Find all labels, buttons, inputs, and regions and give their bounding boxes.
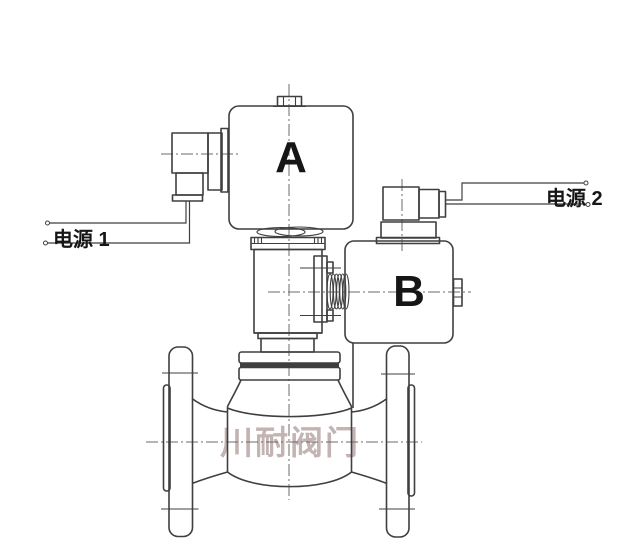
connector-a-socket bbox=[207, 132, 223, 191]
spring-washer-1 bbox=[256, 226, 306, 238]
connector-a-gland-base bbox=[171, 194, 204, 202]
bonnet-gasket bbox=[240, 363, 339, 368]
coil-b-label: B bbox=[393, 267, 425, 316]
bonnet bbox=[238, 332, 341, 381]
power-supply-1-label: 电源 1 bbox=[53, 228, 110, 251]
bonnet-bottom-flange bbox=[238, 366, 341, 381]
neck-bottom-right bbox=[351, 471, 388, 485]
neck-top-left bbox=[191, 397, 228, 413]
coil-a-label: A bbox=[275, 133, 307, 182]
power2-terminal-top bbox=[583, 180, 589, 186]
coil-b-top-boss bbox=[380, 221, 437, 239]
connector-b bbox=[382, 186, 447, 221]
body-bottom-arc bbox=[227, 471, 353, 488]
right-flange-bolt-marks bbox=[379, 373, 415, 510]
coil-a-side-plate bbox=[220, 127, 229, 193]
thread-turn bbox=[342, 273, 350, 310]
power2-wire-top bbox=[445, 182, 584, 201]
tube-cylinder bbox=[253, 248, 323, 334]
right-flange bbox=[379, 345, 416, 538]
connector-a-cable-gland bbox=[175, 172, 204, 196]
power1-terminal-top bbox=[45, 220, 50, 226]
tube-side-plate bbox=[313, 255, 328, 323]
body-flare-right bbox=[337, 379, 353, 407]
coil-b: B bbox=[344, 221, 463, 408]
connector-a bbox=[171, 127, 229, 202]
right-flange-disc bbox=[385, 345, 410, 538]
connector-b-plug bbox=[382, 186, 420, 221]
right-flange-face bbox=[407, 384, 416, 497]
coil-b-side-nut bbox=[452, 278, 463, 307]
power-2: 电源 2 bbox=[445, 180, 603, 210]
left-flange bbox=[161, 346, 199, 538]
power1-wire-top bbox=[49, 201, 187, 224]
power-supply-2-label: 电源 2 bbox=[546, 187, 603, 210]
left-flange-disc bbox=[168, 346, 194, 538]
nut-facets bbox=[453, 287, 462, 298]
body-top-arc bbox=[227, 407, 352, 418]
power1-wire-bottom bbox=[47, 201, 191, 244]
neck-top-right bbox=[351, 397, 388, 413]
stud-leader-lines bbox=[300, 267, 341, 317]
nut-outline bbox=[452, 278, 463, 307]
body-flare-left bbox=[226, 379, 242, 407]
tube-collar-knurls bbox=[253, 237, 323, 244]
connector-b-plate bbox=[438, 190, 447, 218]
nut-facets bbox=[282, 97, 297, 106]
coil-b-top-plate bbox=[375, 236, 441, 245]
power1-terminal-bottom bbox=[43, 240, 48, 246]
left-flange-face bbox=[162, 384, 171, 492]
connector-a-plug bbox=[171, 132, 209, 174]
spring-washer-2 bbox=[274, 226, 324, 237]
coil-a-top-nut bbox=[273, 95, 306, 108]
bonnet-top-flange bbox=[238, 351, 341, 364]
power2-terminal-bottom bbox=[585, 202, 591, 207]
neck-bottom-left bbox=[191, 471, 228, 485]
coil-a: A bbox=[228, 95, 354, 230]
left-flange-bolt-marks bbox=[161, 372, 199, 510]
valve-body bbox=[191, 379, 388, 488]
power-1: 电源 1 bbox=[43, 201, 191, 251]
neck-lower bbox=[260, 337, 315, 353]
connector-b-socket bbox=[418, 188, 440, 219]
neck-upper bbox=[257, 332, 318, 340]
